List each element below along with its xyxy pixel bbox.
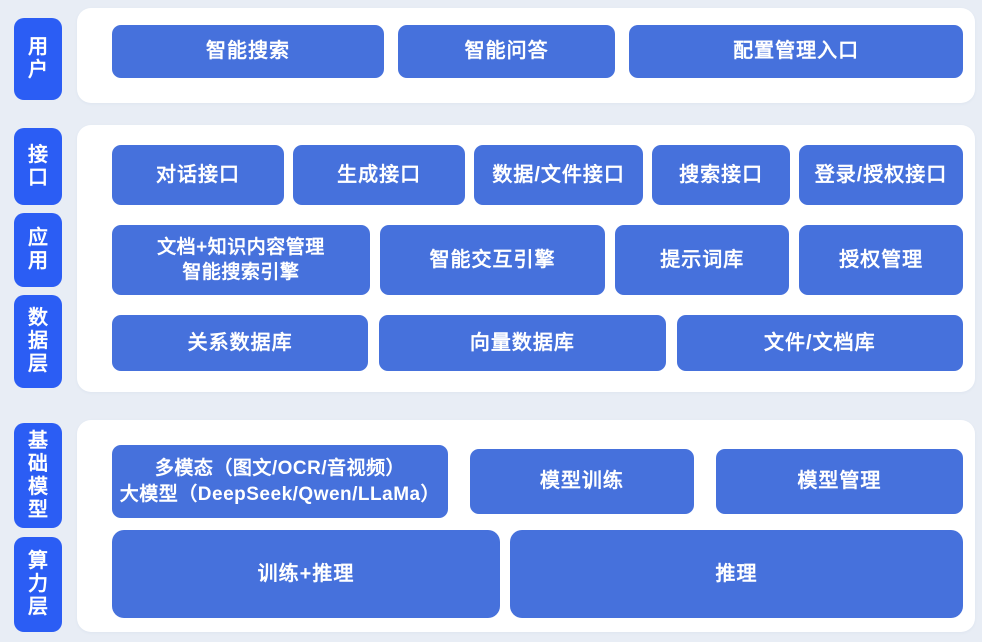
bottom-layers-panel: 多模态（图文/OCR/音视频） 大模型（DeepSeek/Qwen/LLaMa）… <box>77 420 975 632</box>
block-doc-knowledge-line1: 文档+知识内容管理 <box>157 236 325 258</box>
block-model-training: 模型训练 <box>469 449 694 514</box>
user-layer-panel: 智能搜索 智能问答 配置管理入口 <box>77 8 975 103</box>
layer-label-compute: 算力层 <box>14 537 62 632</box>
block-file-document-store: 文件/文档库 <box>676 315 963 371</box>
layer-label-application: 应用 <box>14 213 62 287</box>
block-relational-database: 关系数据库 <box>112 315 369 371</box>
application-layer-row: 文档+知识内容管理 智能搜索引擎 智能交互引擎 提示词库 授权管理 <box>112 225 963 295</box>
block-search-api: 搜索接口 <box>652 145 790 205</box>
block-vector-database: 向量数据库 <box>379 315 666 371</box>
block-intelligent-search: 智能搜索 <box>112 25 385 78</box>
middle-layers-band: 接口 应用 数据层 对话接口 生成接口 数据/文件接口 搜索接口 登录/授权接口… <box>0 125 982 392</box>
data-layer-row: 关系数据库 向量数据库 文件/文档库 <box>112 315 963 371</box>
foundation-model-row: 多模态（图文/OCR/音视频） 大模型（DeepSeek/Qwen/LLaMa）… <box>112 445 963 518</box>
bottom-layers-band: 基础模型 算力层 多模态（图文/OCR/音视频） 大模型（DeepSeek/Qw… <box>0 420 982 632</box>
block-auth-management: 授权管理 <box>799 225 963 295</box>
block-interaction-engine: 智能交互引擎 <box>379 225 606 295</box>
block-intelligent-qa: 智能问答 <box>398 25 616 78</box>
middle-layers-panel: 对话接口 生成接口 数据/文件接口 搜索接口 登录/授权接口 文档+知识内容管理… <box>77 125 975 392</box>
user-layer-band: 用户 智能搜索 智能问答 配置管理入口 <box>0 8 982 103</box>
block-generation-api: 生成接口 <box>293 145 466 205</box>
block-multimodal-llm-line2: 大模型（DeepSeek/Qwen/LLaMa） <box>119 483 441 505</box>
block-doc-knowledge-management: 文档+知识内容管理 智能搜索引擎 <box>112 225 370 295</box>
interface-layer-row: 对话接口 生成接口 数据/文件接口 搜索接口 登录/授权接口 <box>112 145 963 205</box>
block-inference: 推理 <box>510 530 963 618</box>
block-multimodal-llm-line1: 多模态（图文/OCR/音视频） <box>154 458 406 480</box>
block-model-management: 模型管理 <box>715 449 963 514</box>
block-training-plus-inference: 训练+推理 <box>112 530 500 618</box>
layer-label-data: 数据层 <box>14 295 62 388</box>
user-layer-row: 智能搜索 智能问答 配置管理入口 <box>112 25 963 78</box>
layer-label-user: 用户 <box>14 18 62 100</box>
layer-label-foundation-model: 基础模型 <box>14 423 62 528</box>
block-doc-knowledge-line2: 智能搜索引擎 <box>182 262 300 283</box>
user-layer-label-column: 用户 <box>14 8 62 103</box>
block-config-management-entry: 配置管理入口 <box>629 25 963 78</box>
block-dialog-api: 对话接口 <box>112 145 285 205</box>
bottom-layers-label-column: 基础模型 算力层 <box>14 420 62 632</box>
block-multimodal-llm: 多模态（图文/OCR/音视频） 大模型（DeepSeek/Qwen/LLaMa） <box>112 445 448 518</box>
middle-layers-label-column: 接口 应用 数据层 <box>14 125 62 392</box>
block-prompt-library: 提示词库 <box>615 225 790 295</box>
compute-layer-row: 训练+推理 推理 <box>112 530 963 618</box>
layer-label-interface: 接口 <box>14 128 62 205</box>
block-data-file-api: 数据/文件接口 <box>474 145 644 205</box>
block-login-auth-api: 登录/授权接口 <box>799 145 963 205</box>
